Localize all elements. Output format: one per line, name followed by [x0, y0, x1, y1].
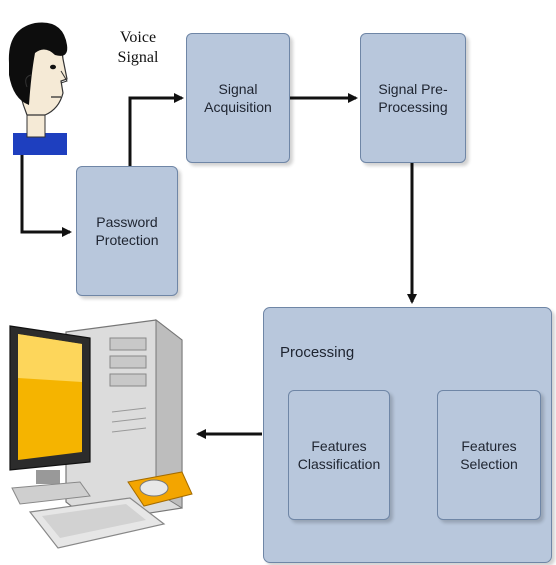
person-to-password-arrow — [20, 155, 72, 237]
features-selection-line1: Features — [461, 437, 517, 454]
signal-acquisition-box: Signal Acquisition — [186, 33, 290, 163]
features-selection-box: Features Selection — [437, 390, 541, 520]
password-to-acquisition-arrow — [128, 93, 184, 168]
features-classification-box: Features Classification — [288, 390, 390, 520]
voice-label-line1: Voice — [119, 29, 157, 46]
password-protection-box: Password Protection — [76, 166, 178, 296]
password-protection-line2: Protection — [95, 232, 159, 248]
computer-icon — [9, 318, 193, 549]
signal-preprocessing-box: Signal Pre- Processing — [360, 33, 466, 163]
signal-preprocessing-line1: Signal Pre- — [378, 80, 448, 97]
features-classification-line1: Features — [311, 437, 367, 454]
signal-acquisition-line1: Signal — [218, 80, 258, 97]
signal-preprocessing-line2: Processing — [378, 99, 448, 115]
signal-acquisition-line2: Acquisition — [204, 99, 272, 115]
processing-title: Processing — [280, 344, 355, 361]
person-icon — [8, 22, 68, 155]
voice-label-line2: Signal — [117, 49, 159, 66]
features-classification-line2: Classification — [297, 456, 381, 472]
features-selection-line2: Selection — [460, 456, 518, 472]
voice-signal-label: Voice Signal — [108, 28, 168, 68]
password-protection-line1: Password — [96, 213, 158, 230]
